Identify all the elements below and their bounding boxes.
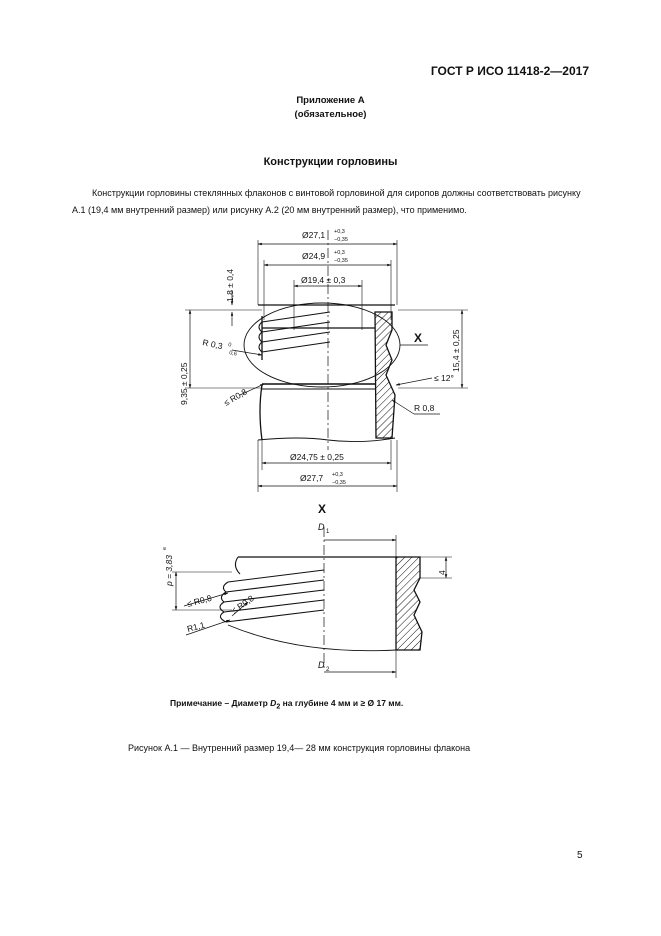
- dim-r11: R1,1: [186, 620, 206, 634]
- dim-p-sup: e: [162, 547, 168, 550]
- dim-d27-1-tol-up: +0,3: [334, 229, 345, 235]
- figure-caption: Рисунок А.1 — Внутренний размер 19,4— 28…: [128, 743, 471, 753]
- dim-d27-1: Ø27,1: [302, 230, 325, 240]
- dim-p: p = 3,83: [164, 555, 174, 587]
- dim-r0-8-right: R 0,8: [414, 403, 435, 413]
- drawing-note: Примечание – Диаметр D2 на глубине 4 мм …: [170, 698, 403, 711]
- dim-d27-7-tol-up: +0,3: [332, 472, 343, 478]
- dim-r0-8-left: ≤ R0,8: [222, 386, 249, 407]
- d1-label: D: [318, 522, 325, 532]
- detail-x-drawing: [172, 527, 452, 678]
- note-d-label: D: [270, 698, 277, 708]
- note-d-sub: 2: [276, 702, 281, 711]
- d2-sub: 2: [326, 667, 330, 673]
- note-prefix: Примечание – Диаметр: [170, 698, 271, 708]
- dim-d24-9: Ø24,9: [302, 251, 325, 261]
- standard-header: ГОСТ Р ИСО 11418-2—2017: [430, 64, 589, 78]
- dim-d24-9-tol-dn: −0,35: [334, 258, 348, 264]
- dim-4: 4: [437, 570, 447, 575]
- annex-title: Приложение А: [296, 95, 365, 106]
- dim-d24-75: Ø24,75 ± 0,25: [290, 452, 344, 462]
- dim-angle: ≤ 12°: [434, 373, 454, 383]
- detail-x-title: X: [318, 502, 326, 516]
- page-number: 5: [577, 850, 583, 861]
- dim-d27-7-tol-dn: −0,35: [332, 480, 346, 486]
- dim-d27-1-tol-dn: −0,35: [334, 237, 348, 243]
- dim-d19-4: Ø19,4 ± 0,3: [301, 275, 346, 285]
- dim-h1-8: 1,8 ± 0,4: [225, 269, 235, 302]
- dim-r08a: ≤ R0,8: [186, 593, 213, 609]
- dim-r0-3-tol-dn: 0,6: [229, 350, 238, 357]
- dim-d27-7: Ø27,7: [300, 473, 323, 483]
- dim-d24-9-tol-up: +0,3: [334, 250, 345, 256]
- dim-h9-35: 9,35 ± 0,25: [179, 362, 189, 405]
- section-title: Конструкции горловины: [263, 156, 398, 168]
- dim-r08b: ≤ R0,8: [229, 593, 255, 616]
- neck-section-drawing: [185, 230, 468, 492]
- d2-label: D: [318, 660, 325, 670]
- annex-status: (обязательное): [294, 109, 367, 120]
- d1-sub: 1: [326, 529, 330, 535]
- note-suffix: на глубине 4 мм и ≥ Ø 17 мм.: [280, 698, 404, 708]
- dim-r0-3: R 0,3: [202, 337, 224, 351]
- dim-r0-3-tol-up: 0: [228, 342, 232, 349]
- dim-h15-4: 15,4 ± 0,25: [451, 329, 461, 372]
- body-paragraph: Конструкции горловины стеклянных флаконо…: [72, 188, 581, 215]
- detail-mark: X: [414, 331, 422, 345]
